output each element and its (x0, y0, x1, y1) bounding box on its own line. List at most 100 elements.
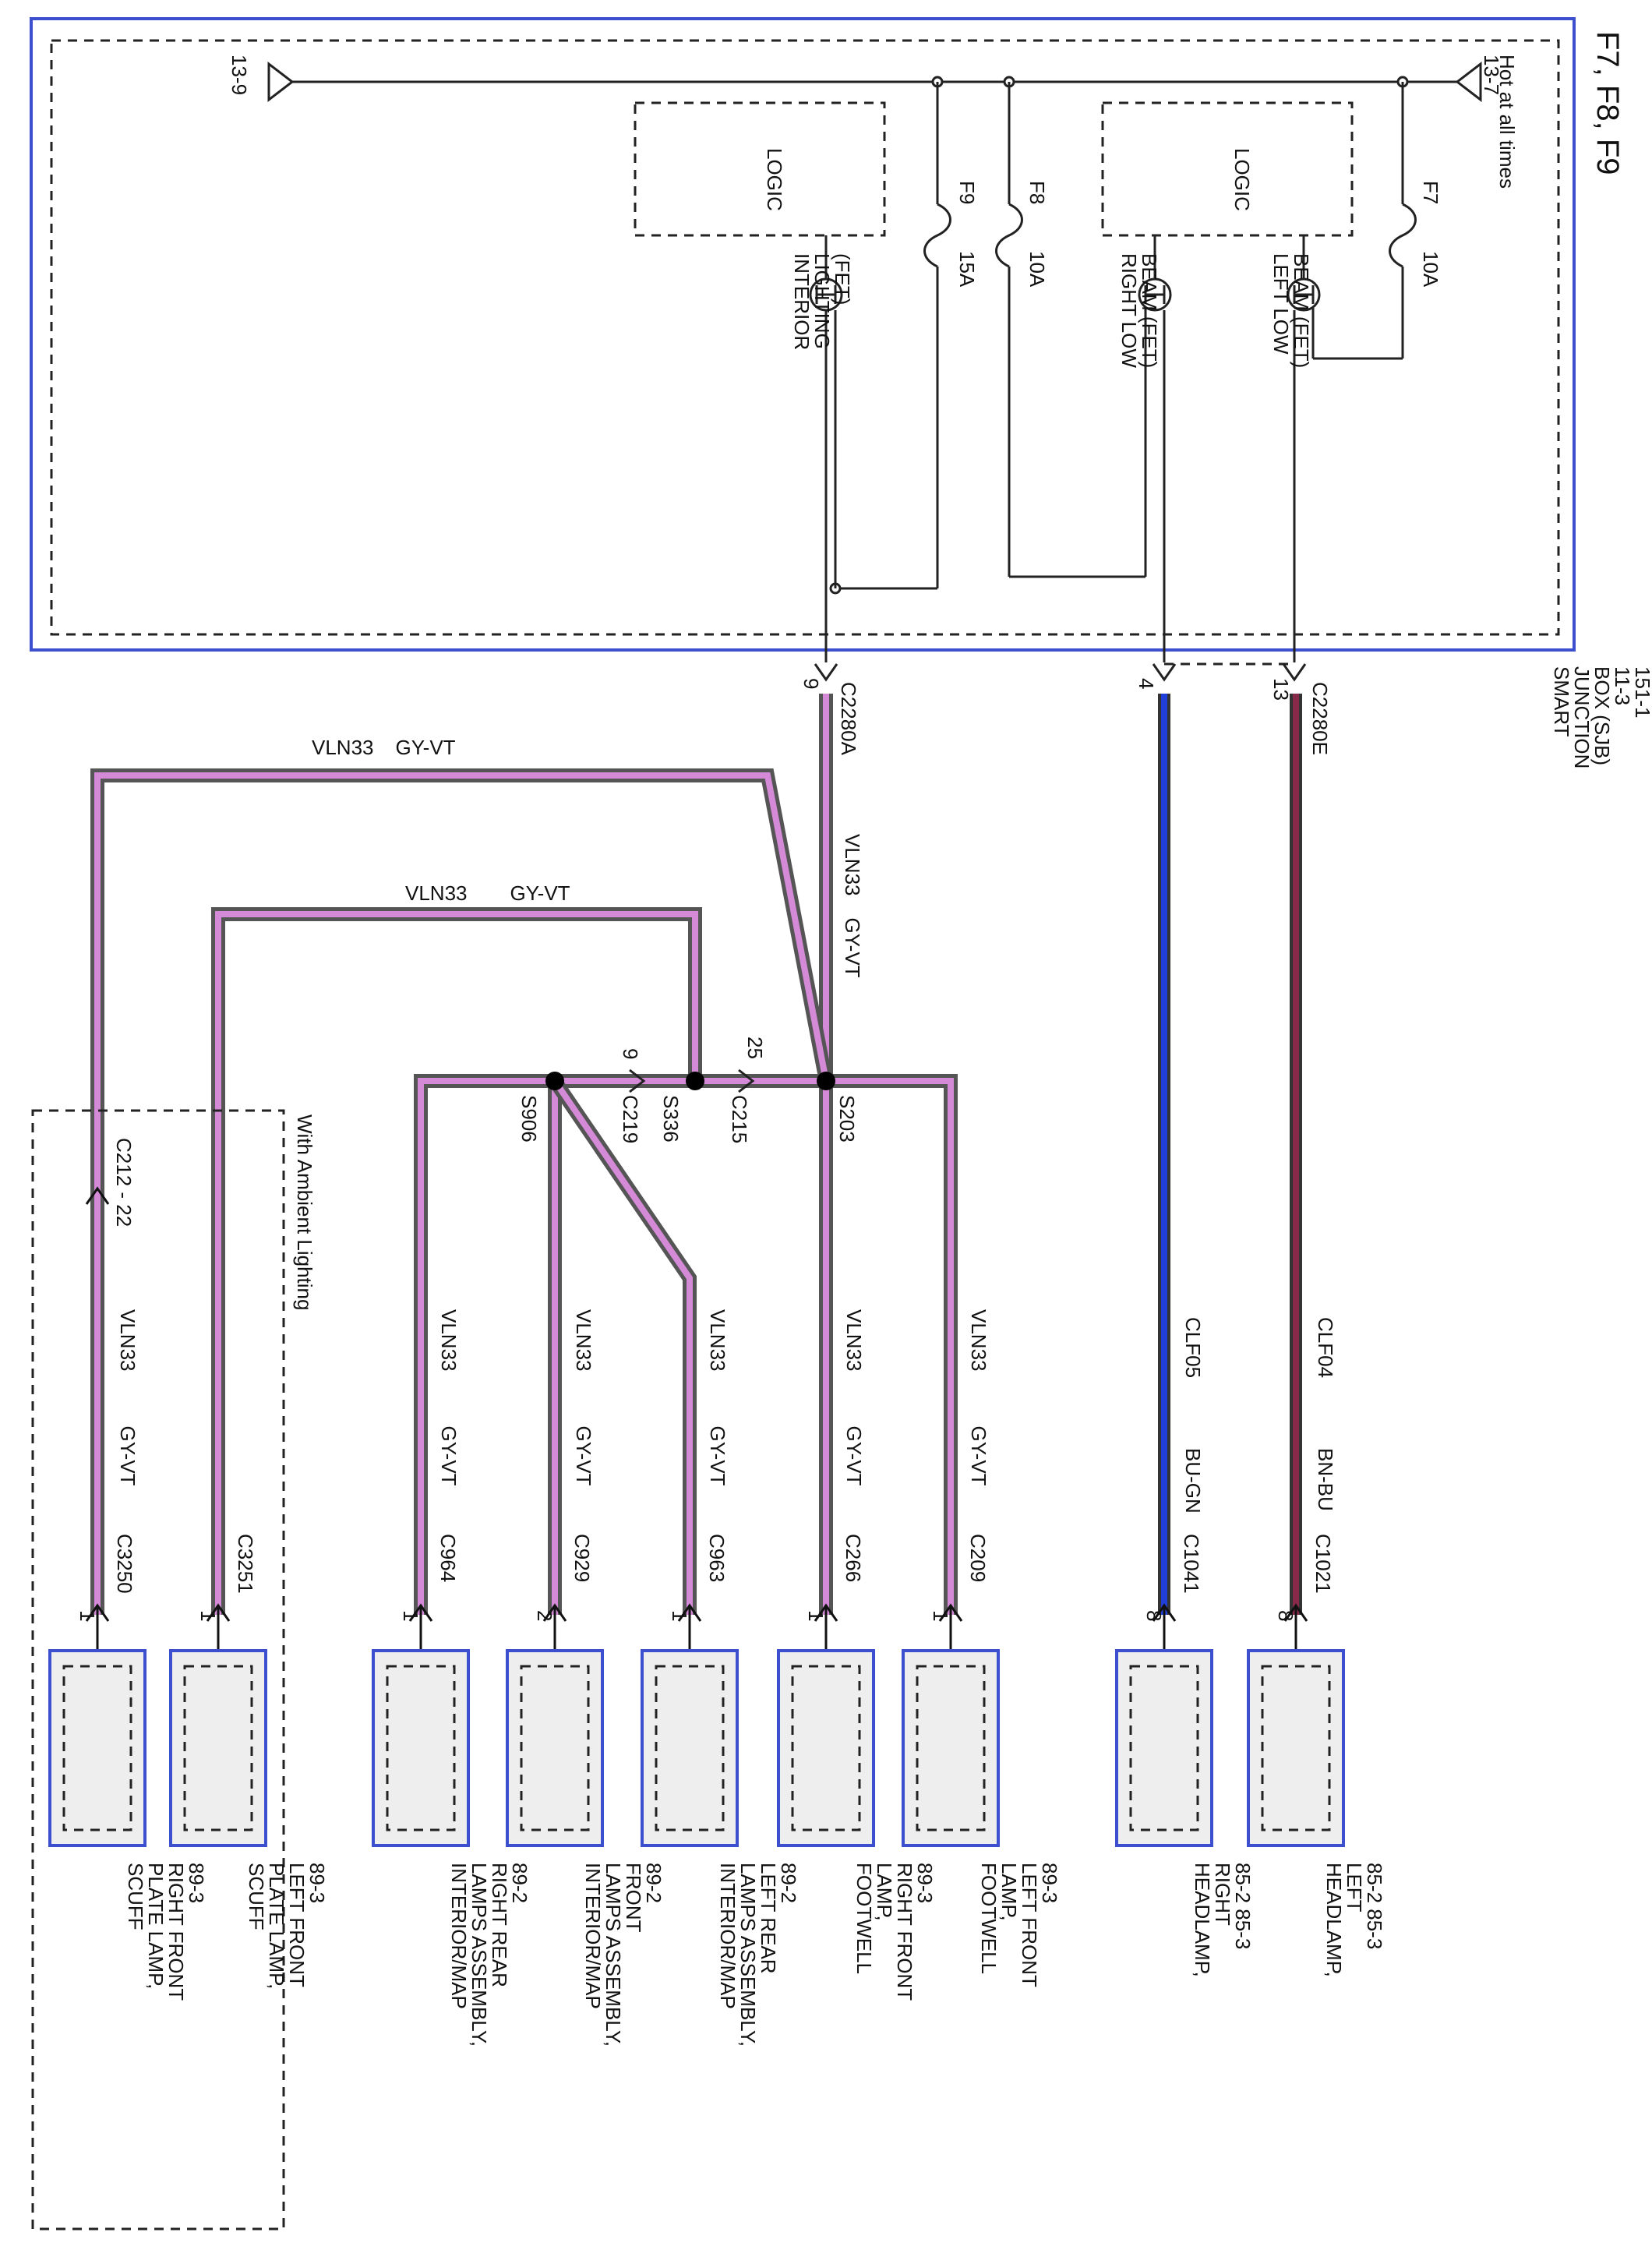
fet-left-low-beam-icon (1287, 235, 1321, 662)
component-pin: 8 (1142, 1610, 1166, 1621)
fet-right-low-label: RIGHT LOW BEAM (FET) (1117, 253, 1161, 373)
inline-c212-name: C212 - 22 (112, 1138, 136, 1227)
component-pin: 1 (399, 1610, 422, 1621)
wire-clf05-name: CLF05 (1181, 1317, 1205, 1378)
ambient-lighting-label: With Ambient Lighting (293, 1114, 316, 1310)
component-box (169, 1649, 267, 1847)
wire-labels-vertical: VLN33GY-VT VLN33GY-VT VLN33GY-VT VLN33GY… (116, 1309, 990, 1486)
connector-c2280e-icon (1282, 663, 1307, 682)
connector-c2280a-icon (814, 663, 838, 682)
fet-interior-label: INTERIOR LIGHTING (FET) (790, 253, 854, 355)
component-box (1247, 1649, 1345, 1847)
svg-text:VLN33GY-VT: VLN33GY-VT (967, 1309, 990, 1486)
component-connector-name: C3250 (113, 1534, 136, 1594)
connector-pin4: 4 (1135, 678, 1158, 689)
svg-text:VLN33GY-VT: VLN33GY-VT (437, 1309, 461, 1486)
component-box (506, 1649, 604, 1847)
component-pin: 1 (929, 1610, 952, 1621)
fet-interior-lighting-icon (809, 235, 843, 662)
fuse-f8-rating: 10A (1025, 251, 1049, 288)
component-box (777, 1649, 875, 1847)
power-out-arrow (267, 61, 295, 103)
component-label: FOOTWELLLAMP,RIGHT FRONT89-3 (852, 1863, 937, 2001)
connector-c2280e-pin: 13 (1269, 678, 1293, 701)
hot-label: Hot at all times (1495, 55, 1519, 189)
component-box (372, 1649, 470, 1847)
connector-c2280e-name: C2280E (1308, 682, 1332, 755)
sjb-outer-box (30, 17, 1576, 652)
fuse-f8-name: F8 (1025, 181, 1049, 204)
component-label: INTERIOR/MAPLAMPS ASSEMBLY,RIGHT REAR89-… (447, 1863, 531, 2047)
logic-label-1: LOGIC (763, 148, 786, 211)
component-box (48, 1649, 146, 1847)
inline-c215-pin: 25 (743, 1037, 767, 1059)
component-box (1115, 1649, 1213, 1847)
fet-left-low-label: LEFT LOW BEAM (FET) (1269, 253, 1313, 368)
component-connector-name: C1041 (1180, 1534, 1203, 1594)
ref-out: 13-9 (228, 55, 251, 95)
component-connector-name: C209 (966, 1534, 990, 1582)
splice-s906 (545, 1072, 564, 1090)
wire-clf04-name: CLF04 (1314, 1317, 1337, 1378)
inline-c215-name: C215 (728, 1095, 751, 1143)
fuse-f7-rating: 10A (1419, 251, 1442, 288)
sjb-label: SMART JUNCTION BOX (SJB) 11-3 151-1 151-… (1550, 666, 1652, 775)
component-label: HEADLAMP,RIGHT85-2 85-3 (1191, 1863, 1255, 1977)
component-pin: 1 (196, 1610, 220, 1621)
component-label: HEADLAMP,LEFT85-2 85-3 (1322, 1863, 1386, 1977)
sjb-inner-box (50, 39, 1560, 636)
fuse-f7-icon (1389, 203, 1417, 268)
splice-s203-label: S203 (835, 1095, 859, 1143)
fuse-f9-name: F9 (955, 181, 979, 204)
svg-text:VLN33GY-VT: VLN33GY-VT (706, 1309, 729, 1486)
logic-box-1 (634, 101, 886, 237)
ref-in: 13-7 (1480, 55, 1503, 95)
component-label: INTERIOR/MAPLAMPS ASSEMBLY,FRONT89-2 (581, 1863, 665, 2047)
splice-s336-label: S336 (659, 1095, 683, 1143)
wire-clf05-color: BU-GN (1181, 1448, 1205, 1513)
component-label: SCUFFPLATE LAMP,RIGHT FRONT89-3 (124, 1863, 208, 2001)
connector-c2280a-pin: 9 (800, 678, 823, 689)
component-box (902, 1649, 1000, 1847)
splice-s906-label: S906 (517, 1095, 541, 1143)
page-title: F7, F8, F9 (1590, 31, 1625, 175)
wire-label-main: VLN33GY-VT (841, 834, 864, 978)
svg-text:SMART JUNCTION BOX: SMART JUNCTION BOX (SJB) 11-3 151-1 151-… (1550, 666, 1652, 775)
component-pin: 1 (804, 1610, 828, 1621)
component-pin: 1 (668, 1610, 691, 1621)
inline-c212-icon (85, 1186, 110, 1205)
component-pin: 2 (533, 1610, 556, 1621)
inline-c219-name: C219 (619, 1095, 642, 1143)
splice-s203 (817, 1072, 835, 1090)
component-connector-name: C963 (705, 1534, 729, 1582)
component-connector-name: C964 (436, 1534, 460, 1582)
inline-c219-pin: 9 (619, 1048, 642, 1059)
svg-text:VLN33GY-VT: VLN33GY-VT (116, 1309, 139, 1486)
component-connector-name: C1021 (1311, 1534, 1335, 1594)
fuse-f9-rating: 15A (955, 251, 979, 288)
logic-box-2 (1101, 101, 1354, 237)
splice-s336 (686, 1072, 704, 1090)
fet-right-low-beam-icon (1138, 235, 1172, 662)
inline-c219-icon (629, 1068, 646, 1093)
svg-text:VLN33GY-VT: VLN33GY-VT (842, 1309, 866, 1486)
component-pin: 1 (76, 1610, 99, 1621)
power-in-arrow (1455, 61, 1482, 103)
fuse-f9-icon (923, 203, 951, 268)
fuse-f8-icon (995, 203, 1023, 268)
component-label: SCUFFPLATE LAMP,LEFT FRONT89-3 (245, 1863, 329, 1989)
fuse-f7-name: F7 (1419, 181, 1442, 204)
ambient-lighting-box (31, 1109, 285, 2231)
